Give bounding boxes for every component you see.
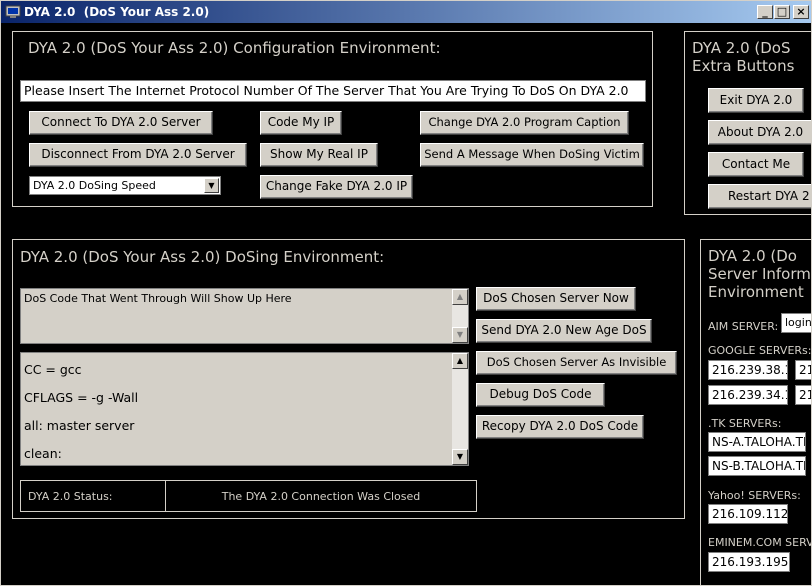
- minimize-button[interactable]: _: [757, 5, 773, 19]
- dosing-title: DYA 2.0 (DoS Your Ass 2.0) DoSing Enviro…: [20, 248, 385, 266]
- google-server-field-2[interactable]: 216.239.34.10: [708, 385, 788, 405]
- exit-button[interactable]: Exit DYA 2.0: [708, 88, 804, 113]
- google-server-field-3[interactable]: 21: [795, 360, 811, 380]
- speed-select-value: DYA 2.0 DoSing Speed: [33, 179, 156, 192]
- title-bar[interactable]: DYA 2.0 (DoS Your Ass 2.0) _ □ ×: [1, 1, 811, 23]
- extra-title-line1: DYA 2.0 (DoS: [692, 39, 791, 57]
- restart-button[interactable]: Restart DYA 2: [708, 184, 811, 209]
- scroll-up-icon[interactable]: ▲: [452, 289, 468, 305]
- yahoo-label: Yahoo! SERVERs:: [708, 489, 801, 502]
- server-title-line1: DYA 2.0 (Do: [708, 247, 797, 265]
- dos-code-lines: CC = gcc CFLAGS = -g -Wall all: master s…: [24, 356, 138, 468]
- app-icon: [5, 4, 21, 20]
- aim-label: AIM SERVER:: [708, 320, 779, 333]
- google-server-field-4[interactable]: 21: [795, 385, 811, 405]
- extra-buttons-frame: DYA 2.0 (DoS Extra Buttons Exit DYA 2.0 …: [684, 31, 811, 215]
- output-scrollbar[interactable]: ▲ ▼: [452, 289, 468, 343]
- recopy-button[interactable]: Recopy DYA 2.0 DoS Code: [476, 415, 644, 439]
- change-caption-button[interactable]: Change DYA 2.0 Program Caption: [420, 111, 629, 135]
- google-server-field-1[interactable]: 216.239.38.10: [708, 360, 788, 380]
- server-title-line2: Server Inform: [708, 265, 811, 283]
- debug-button[interactable]: Debug DoS Code: [476, 383, 605, 407]
- configuration-frame: DYA 2.0 (DoS Your Ass 2.0) Configuration…: [12, 31, 653, 207]
- send-new-age-button[interactable]: Send DYA 2.0 New Age DoS: [476, 319, 652, 343]
- maximize-button[interactable]: □: [774, 5, 790, 19]
- eminem-label: EMINEM.COM SERV: [708, 536, 812, 549]
- send-message-button[interactable]: Send A Message When DoSing Victim: [420, 143, 644, 167]
- dos-output-text: DoS Code That Went Through Will Show Up …: [24, 292, 292, 305]
- tk-server-field-1[interactable]: NS-A.TALOHA.TK: [708, 432, 806, 452]
- google-label: GOOGLE SERVERs:: [708, 344, 812, 357]
- dos-code-textarea[interactable]: CC = gcc CFLAGS = -g -Wall all: master s…: [20, 352, 469, 466]
- about-button[interactable]: About DYA 2.0: [708, 120, 811, 145]
- close-button[interactable]: ×: [793, 5, 809, 19]
- server-title-line3: Environment: [708, 283, 804, 301]
- code-my-ip-button[interactable]: Code My IP: [260, 111, 342, 135]
- scroll-up-icon[interactable]: ▲: [452, 353, 468, 369]
- configuration-title: DYA 2.0 (DoS Your Ass 2.0) Configuration…: [28, 39, 441, 57]
- extra-title-line2: Extra Buttons: [692, 57, 795, 75]
- connect-button[interactable]: Connect To DYA 2.0 Server: [29, 111, 213, 135]
- contact-button[interactable]: Contact Me: [708, 152, 804, 177]
- show-real-ip-button[interactable]: Show My Real IP: [260, 143, 378, 167]
- tk-server-field-2[interactable]: NS-B.TALOHA.TK: [708, 456, 806, 476]
- dos-invisible-button[interactable]: DoS Chosen Server As Invisible: [476, 351, 677, 375]
- scroll-down-icon[interactable]: ▼: [452, 327, 468, 343]
- scroll-down-icon[interactable]: ▼: [452, 449, 468, 465]
- server-info-frame: DYA 2.0 (Do Server Inform Environment AI…: [700, 239, 812, 585]
- dos-output-textarea[interactable]: DoS Code That Went Through Will Show Up …: [20, 288, 469, 344]
- chevron-down-icon[interactable]: ▼: [204, 178, 219, 193]
- code-line: CC = gcc: [24, 362, 82, 377]
- code-scrollbar[interactable]: ▲ ▼: [452, 353, 468, 465]
- yahoo-server-field[interactable]: 216.109.112.0: [708, 504, 788, 524]
- status-divider: [165, 481, 166, 511]
- disconnect-button[interactable]: Disconnect From DYA 2.0 Server: [29, 143, 247, 167]
- server-ip-input[interactable]: Please Insert The Internet Protocol Numb…: [20, 80, 646, 102]
- window-title: DYA 2.0 (DoS Your Ass 2.0): [24, 5, 210, 19]
- aim-server-field[interactable]: login.: [781, 313, 811, 333]
- speed-select[interactable]: DYA 2.0 DoSing Speed ▼: [29, 176, 221, 195]
- status-bar: DYA 2.0 Status: The DYA 2.0 Connection W…: [20, 480, 477, 512]
- dos-chosen-button[interactable]: DoS Chosen Server Now: [476, 287, 636, 311]
- status-label: DYA 2.0 Status:: [28, 490, 113, 503]
- code-line: CFLAGS = -g -Wall: [24, 390, 139, 405]
- tk-label: .TK SERVERs:: [708, 417, 782, 430]
- code-line: clean:: [24, 446, 62, 461]
- dosing-frame: DYA 2.0 (DoS Your Ass 2.0) DoSing Enviro…: [12, 239, 685, 519]
- eminem-server-field[interactable]: 216.193.195: [708, 552, 790, 572]
- status-value: The DYA 2.0 Connection Was Closed: [221, 490, 421, 503]
- change-fake-ip-button[interactable]: Change Fake DYA 2.0 IP: [260, 175, 413, 199]
- code-line: all: master server: [24, 418, 135, 433]
